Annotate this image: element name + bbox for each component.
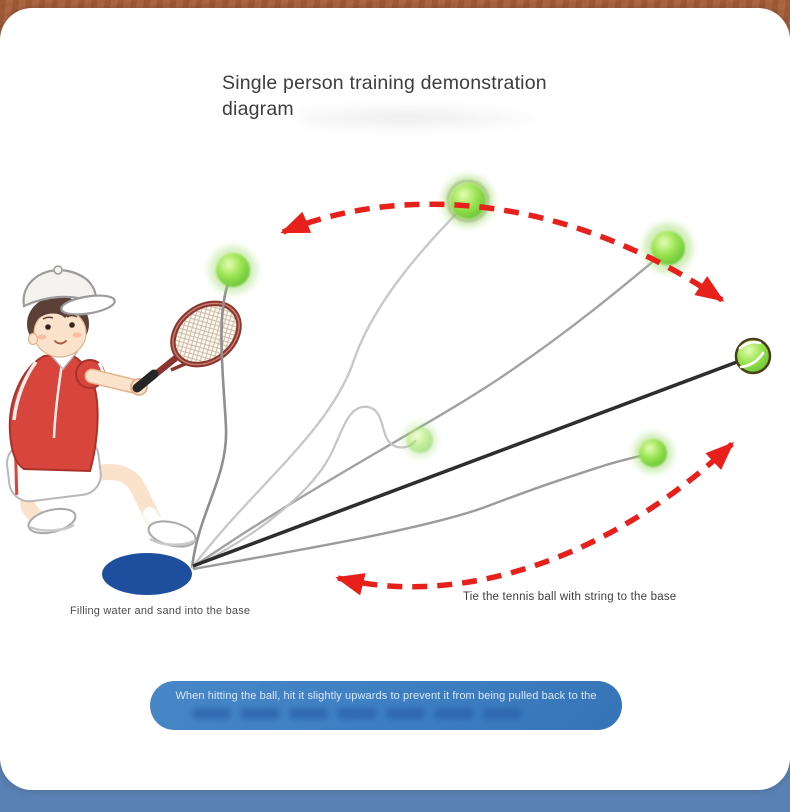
racket-grip [132,369,159,393]
tennis-ball-motion-1 [209,246,257,294]
page-title: Single person training demonstration dia… [222,70,558,122]
note-blurred-line [192,708,522,719]
tennis-ball-motion-5 [633,433,673,473]
page-title-line2: diagram [222,98,294,121]
page-title-line1: Single person training demonstration [222,72,547,94]
weight-base [102,553,192,595]
tennis-ball-main [734,337,772,375]
trajectory-arrow-upper [280,201,725,303]
white-card: Single person training demonstration dia… [0,8,790,790]
cap [22,268,97,308]
note-pill: When hitting the ball, hit it slightly u… [150,681,622,730]
base-caption: Filling water and sand into the base [70,605,251,617]
tennis-ball-motion-2 [442,175,494,227]
tennis-ball-motion-4 [402,422,438,458]
tennis-ball-motion-3 [643,223,693,273]
player-head [22,265,116,358]
trajectory-arrow-lower [335,441,735,596]
elastic-strings [190,205,663,571]
tennis-racket-icon [132,300,242,393]
training-diagram-scene [5,175,772,596]
back-shoe [27,507,77,535]
tennis-player-illustration [5,265,242,548]
blurred-watermark-smudge [300,104,562,132]
string-caption: Tie the tennis ball with string to the b… [463,591,677,603]
note-text: When hitting the ball, hit it slightly u… [175,690,597,702]
